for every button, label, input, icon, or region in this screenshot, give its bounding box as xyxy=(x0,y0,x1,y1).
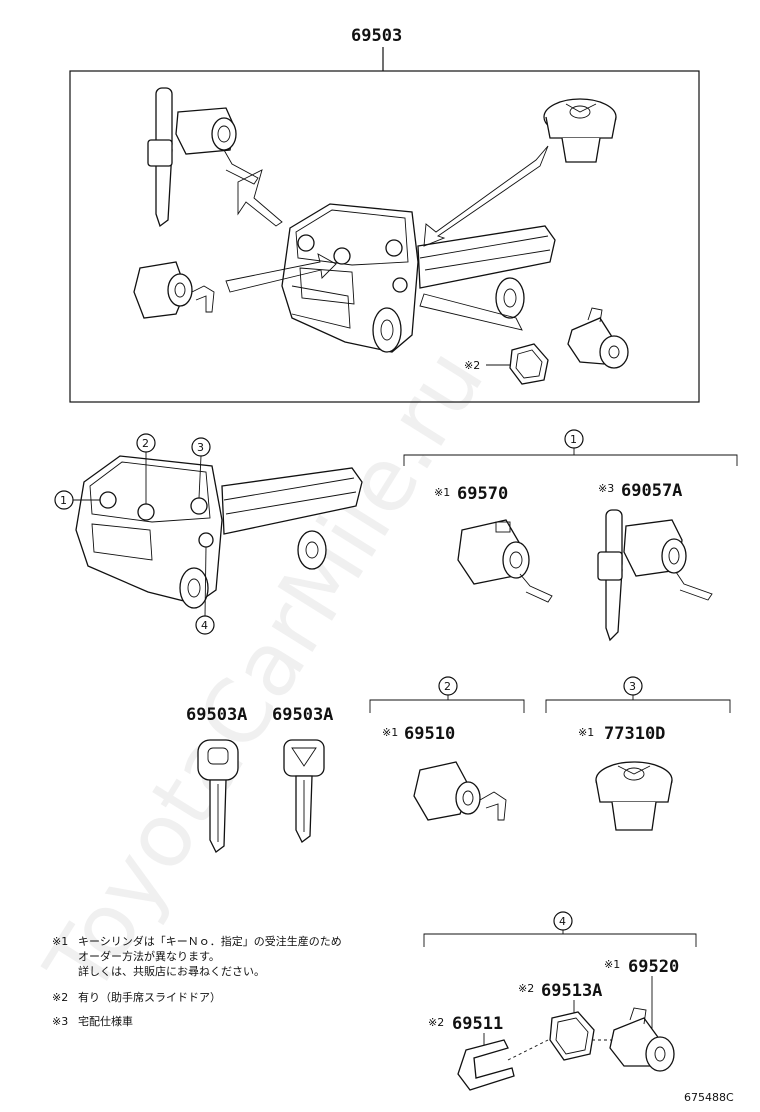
key-blank-1 xyxy=(197,739,239,853)
key1-number: 69503A xyxy=(186,705,247,725)
retainer-clip-69511 xyxy=(457,1039,515,1091)
svg-text:1: 1 xyxy=(60,494,67,507)
svg-text:※2: ※2 xyxy=(52,991,68,1004)
door-lock-top xyxy=(133,261,215,319)
svg-text:キーシリンダは「キーＮｏ．指定」の受注生産のため: キーシリンダは「キーＮｏ．指定」の受注生産のため xyxy=(78,934,342,948)
lock-cylinder-with-key-69057a xyxy=(597,509,713,642)
svg-text:詳しくは、共販店にお尋ねください。: 詳しくは、共販店にお尋ねください。 xyxy=(78,964,265,978)
position-callout-1: 1 xyxy=(54,490,100,510)
main-assembly-number: 69503 xyxy=(351,26,402,46)
g1-part2-mark: ※3 xyxy=(598,482,614,495)
watermark-text: ToyotaCarMile.ru xyxy=(25,331,504,1012)
svg-text:3: 3 xyxy=(629,680,636,693)
g4-part2-number: 69513A xyxy=(541,981,602,1001)
seal-69513a xyxy=(549,1011,595,1061)
g1-part1-mark: ※1 xyxy=(434,486,450,499)
position-callout-2: 2 xyxy=(136,433,156,504)
truck-illustration-location xyxy=(75,455,363,609)
g1-part2-number: 69057A xyxy=(621,481,682,501)
svg-text:※3: ※3 xyxy=(52,1015,68,1028)
svg-text:有り（助手席スライドドア）: 有り（助手席スライドドア） xyxy=(78,990,221,1004)
key-blank-2 xyxy=(283,739,325,843)
note-3: ※3 宅配仕様車 xyxy=(52,1014,133,1028)
door-lock-cylinder-69570 xyxy=(457,519,553,603)
svg-text:2: 2 xyxy=(444,680,451,693)
g4-part1-number: 69520 xyxy=(628,957,679,977)
g3-part1-number: 77310D xyxy=(604,724,665,744)
g4-part3-mark: ※2 xyxy=(428,1016,444,1029)
fuel-cap-top xyxy=(543,98,617,163)
svg-text:4: 4 xyxy=(559,915,566,928)
svg-text:1: 1 xyxy=(570,433,577,446)
g4-part2-mark: ※2 xyxy=(518,982,534,995)
arrow-key-to-truck xyxy=(237,169,283,227)
arrow-door-lock-to-truck xyxy=(225,253,337,293)
main-assembly-box xyxy=(69,70,700,403)
g1-part1-number: 69570 xyxy=(457,484,508,504)
truck-illustration-top xyxy=(281,203,556,353)
svg-text:オーダー方法が異なります。: オーダー方法が異なります。 xyxy=(78,949,220,963)
note-1: ※1 キーシリンダは「キーＮｏ．指定」の受注生産のため オーダー方法が異なります… xyxy=(52,934,342,978)
ignition-key-set-top xyxy=(147,87,259,228)
group-3-header: 3 xyxy=(545,676,731,713)
seal-ring-top xyxy=(509,343,549,385)
g3-part1-mark: ※1 xyxy=(578,726,594,739)
group-2-header: 2 xyxy=(369,676,525,713)
fuel-cap-77310d xyxy=(595,761,673,831)
group-4-header: 4 xyxy=(423,911,697,947)
note-2: ※2 有り（助手席スライドドア） xyxy=(52,990,221,1004)
position-callout-4: 4 xyxy=(195,546,215,635)
group-1-header: 1 xyxy=(403,429,738,466)
arrow-slide-lock-to-truck xyxy=(419,293,523,331)
slide-door-lock-top xyxy=(567,307,629,369)
arrow-fuel-cap-to-truck xyxy=(423,145,549,247)
g2-part1-number: 69510 xyxy=(404,724,455,744)
svg-text:3: 3 xyxy=(197,441,204,454)
g2-part1-mark: ※1 xyxy=(382,726,398,739)
key2-number: 69503A xyxy=(272,705,333,725)
svg-text:2: 2 xyxy=(142,437,149,450)
slide-door-lock-69520 xyxy=(609,1007,675,1072)
top-note2-mark: ※2 xyxy=(464,359,480,372)
position-callout-3: 3 xyxy=(191,437,211,499)
assembly-dash-line xyxy=(507,1039,549,1061)
svg-text:※1: ※1 xyxy=(52,935,68,948)
svg-text:宅配仕様車: 宅配仕様車 xyxy=(78,1014,133,1028)
door-lock-69510 xyxy=(413,761,507,821)
figure-code: 675488C xyxy=(684,1091,734,1104)
svg-text:4: 4 xyxy=(201,619,208,632)
g4-part1-mark: ※1 xyxy=(604,958,620,971)
g4-part3-number: 69511 xyxy=(452,1014,503,1034)
